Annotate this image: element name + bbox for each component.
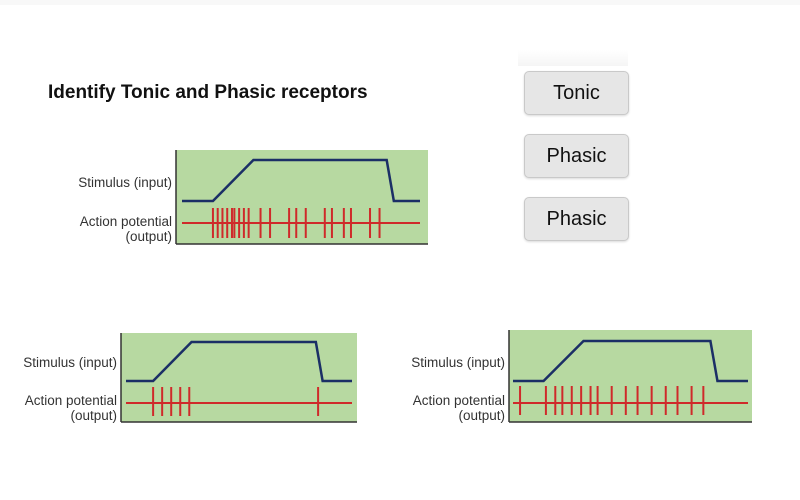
stimulus-label: Stimulus (input) [23, 355, 117, 370]
stimulus-trace [126, 340, 352, 383]
answer-tile-phasic-1[interactable]: Phasic [524, 134, 629, 178]
top-diagram[interactable]: Stimulus (input) Action potential(output) [78, 150, 428, 245]
stimulus-trace [182, 158, 420, 203]
output-label: (output) [70, 408, 117, 423]
stimulus-label: Stimulus (input) [78, 175, 172, 190]
stimulus-label: Stimulus (input) [411, 355, 505, 370]
action-potential-label: Action potential [413, 393, 505, 408]
stimulus-trace [513, 339, 748, 383]
page-title: Identify Tonic and Phasic receptors [48, 82, 368, 103]
answer-tile-tonic[interactable]: Tonic [524, 71, 629, 115]
bottom-left-diagram[interactable]: Stimulus (input) Action potential(output) [23, 333, 357, 423]
top-bar [0, 0, 800, 5]
action-potential-label: Action potential [25, 393, 117, 408]
bottom-right-diagram[interactable]: Stimulus (input) Action potential(output) [411, 330, 752, 423]
answer-tile-phasic-2[interactable]: Phasic [524, 197, 629, 241]
output-label: (output) [125, 229, 172, 244]
drop-zone-hint [518, 50, 628, 66]
action-potential-label: Action potential [80, 214, 172, 229]
output-label: (output) [458, 408, 505, 423]
